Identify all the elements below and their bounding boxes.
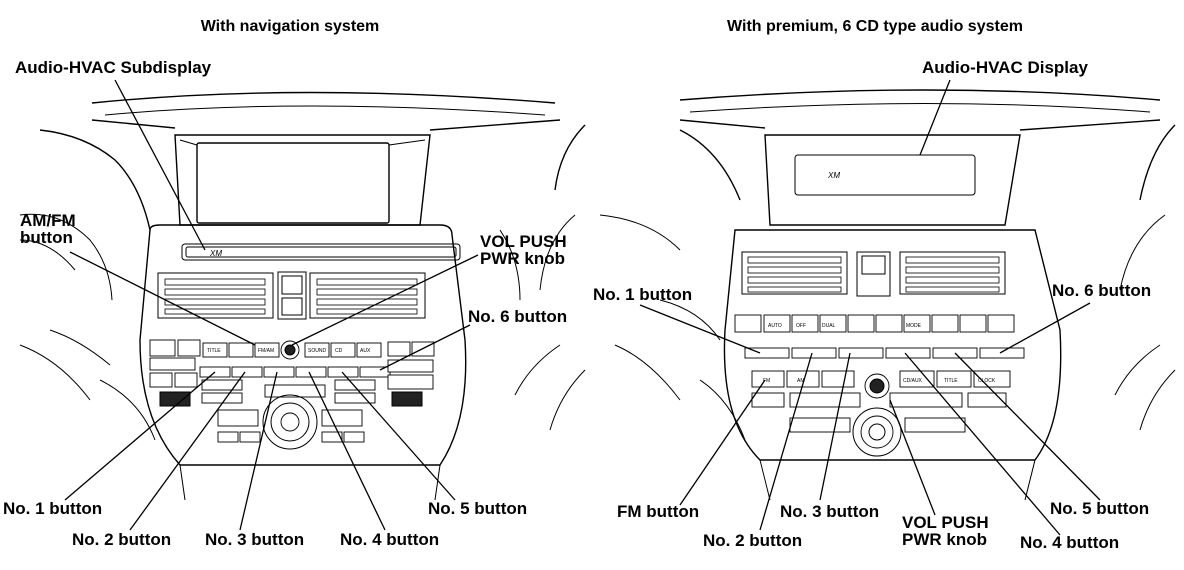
premium-title-text: TITLE: [944, 378, 958, 384]
label-no5-button-right: No. 5 button: [1050, 499, 1149, 518]
hvac-mode-text: MODE: [906, 323, 922, 329]
premium-leader-lines: [639, 79, 1101, 536]
nav-btn-aux-text: AUX: [360, 348, 371, 354]
label-am-fm-button-line2: button: [20, 228, 73, 247]
nav-btn-title-text: TITLE: [207, 348, 221, 354]
label-audio-hvac-subdisplay: Audio-HVAC Subdisplay: [15, 58, 212, 77]
label-vol-push-right-line1: VOL PUSH: [902, 513, 989, 532]
premium-display-text: XM: [827, 171, 840, 180]
label-no1-button-left: No. 1 button: [3, 499, 102, 518]
hvac-auto-text: AUTO: [768, 323, 782, 329]
label-fm-button: FM button: [617, 502, 699, 521]
nav-btn-cd-text: CD: [335, 348, 343, 354]
nav-dashboard-illustration: XM TITLE FM/AM SOUND CD AUX: [19, 91, 586, 501]
hvac-dual-text: DUAL: [822, 323, 836, 329]
nav-leader-lines: [64, 79, 479, 531]
nav-btn-sound-text: SOUND: [308, 348, 326, 354]
label-no1-button-right: No. 1 button: [593, 285, 692, 304]
label-am-fm-button-line1: AM/FM: [20, 211, 76, 230]
label-no5-button-left: No. 5 button: [428, 499, 527, 518]
premium-cdaux-text: CD/AUX: [903, 378, 923, 384]
premium-fm-text: FM: [763, 378, 770, 384]
label-no4-button-right: No. 4 button: [1020, 533, 1119, 552]
hvac-off-text: OFF: [796, 323, 806, 329]
label-vol-push-line2: PWR knob: [480, 249, 565, 268]
nav-subdisplay-text: XM: [209, 249, 222, 258]
label-audio-hvac-display: Audio-HVAC Display: [922, 58, 1088, 77]
label-no3-button-left: No. 3 button: [205, 530, 304, 549]
label-no6-button-right: No. 6 button: [1052, 281, 1151, 300]
right-heading: With premium, 6 CD type audio system: [727, 18, 1023, 35]
premium-am-text: AM: [797, 378, 805, 384]
label-no4-button-left: No. 4 button: [340, 530, 439, 549]
label-no3-button-right: No. 3 button: [780, 502, 879, 521]
premium-clock-text: CLOCK: [978, 378, 996, 384]
left-heading: With navigation system: [201, 18, 380, 35]
label-vol-push-line1: VOL PUSH: [480, 232, 567, 251]
label-no2-button-right: No. 2 button: [703, 531, 802, 550]
label-no6-button-left: No. 6 button: [468, 307, 567, 326]
label-no2-button-left: No. 2 button: [72, 530, 171, 549]
label-vol-push-right-line2: PWR knob: [902, 530, 987, 549]
nav-btn-fmam-text: FM/AM: [258, 348, 274, 354]
